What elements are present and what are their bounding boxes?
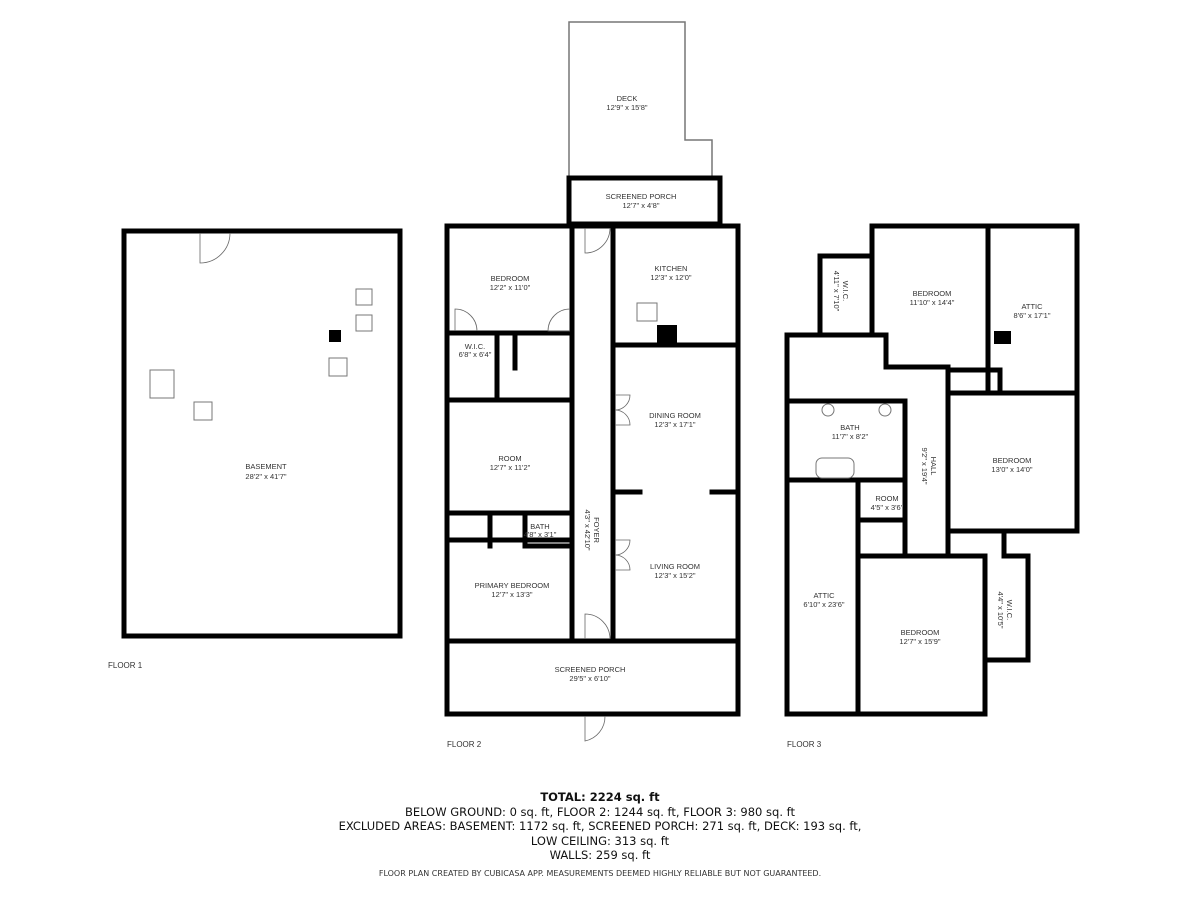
total-area: TOTAL: 2224 sq. ft: [540, 790, 660, 804]
room-name: BEDROOM: [901, 628, 940, 637]
room-name: ROOM: [875, 494, 898, 503]
room-dims: 4'5" x 3'6": [871, 503, 904, 512]
room-dims: 9'2" x 19'4": [920, 448, 929, 485]
room-dims: 6'10" x 23'6": [803, 600, 844, 609]
room-dims: 12'7" x 13'3": [491, 590, 532, 599]
room-dims: 12'3" x 12'0": [650, 273, 691, 282]
fixture-icon: [328, 357, 348, 377]
chimney-icon: [994, 331, 1011, 344]
room-dims: 13'0" x 14'0": [991, 465, 1032, 474]
room-dims: 12'7" x 15'9": [899, 637, 940, 646]
room-name: SCREENED PORCH: [606, 192, 677, 201]
room-name: W.I.C.: [465, 342, 485, 351]
floor-label: FLOOR 3: [787, 740, 822, 749]
door-icon: [199, 232, 231, 264]
summary-line: LOW CEILING: 313 sq. ft: [530, 833, 670, 848]
area-summary: TOTAL: 2224 sq. ft BELOW GROUND: 0 sq. f…: [0, 790, 1200, 863]
stove-icon: [636, 302, 658, 322]
room-dims: 4'3" x 42'10": [583, 509, 592, 550]
deck-outline: [568, 21, 713, 178]
room-dims: 12'3" x 17'1": [654, 420, 695, 429]
floor-1-plan: BASEMENT 28'2" x 41'7" FLOOR 1: [108, 228, 403, 670]
floor-3-interior-walls: [784, 223, 1080, 717]
stairs-icon: [149, 369, 175, 399]
double-door-icon: [614, 394, 631, 426]
floor-2-outer-walls: [444, 223, 741, 717]
room-dims: 11'10" x 14'4": [910, 298, 955, 307]
room-name: W.I.C.: [1005, 600, 1014, 620]
floor-3-plan: W.I.C. 4'11" x 7'10" BEDROOM 11'10" x 14…: [784, 223, 1080, 749]
room-dims: 12'7" x 11'2": [490, 463, 531, 472]
room-dims: 4'8" x 3'1": [524, 530, 557, 539]
summary-line: BELOW GROUND: 0 sq. ft, FLOOR 2: 1244 sq…: [404, 804, 795, 819]
summary-line: WALLS: 259 sq. ft: [549, 848, 651, 862]
fixture-icon: [193, 401, 213, 421]
floor-label: FLOOR 1: [108, 661, 143, 670]
room-dims: 28'2" x 41'7": [245, 472, 286, 481]
room-dims: 4'11" x 7'10": [832, 271, 841, 312]
room-name: DECK: [617, 94, 638, 103]
bathtub-icon: [815, 457, 855, 479]
room-name: KITCHEN: [655, 264, 688, 273]
room-dims: 12'2" x 11'0": [490, 283, 531, 292]
room-name: ATTIC: [1021, 302, 1043, 311]
double-door-icon: [614, 539, 631, 571]
floor-2-plan: BEDROOM 12'2" x 11'0" DECK 12'9" x 15'8"…: [444, 21, 741, 749]
chimney-icon: [329, 330, 341, 342]
room-name: BATH: [840, 423, 859, 432]
room-name: HALL: [929, 457, 938, 476]
room-name: BEDROOM: [491, 274, 530, 283]
room-dims: 4'4" x 10'5": [996, 592, 1005, 629]
room-name: BEDROOM: [993, 456, 1032, 465]
room-dims: 12'3" x 15'2": [654, 571, 695, 580]
summary-line: EXCLUDED AREAS: BASEMENT: 1172 sq. ft, S…: [338, 819, 862, 833]
door-icon: [547, 308, 571, 332]
basement-walls: [121, 228, 403, 639]
room-dims: 12'7" x 4'8": [623, 201, 660, 210]
door-icon: [584, 715, 606, 742]
room-dims: 11'7" x 8'2": [832, 432, 869, 441]
door-icon: [584, 613, 611, 640]
disclaimer: FLOOR PLAN CREATED BY CUBICASA APP. MEAS…: [378, 869, 822, 878]
room-dims: 12'9" x 15'8": [606, 103, 647, 112]
sink-icon: [821, 403, 835, 417]
sink-icon: [878, 403, 892, 417]
room-dims: 29'5" x 6'10": [569, 674, 610, 683]
door-icon: [584, 227, 611, 254]
room-name: DINING ROOM: [649, 411, 701, 420]
room-name: BATH: [530, 522, 549, 531]
fixture-icon: [355, 314, 373, 332]
room-name: ATTIC: [813, 591, 835, 600]
door-icon: [454, 308, 478, 332]
room-dims: 8'6" x 17'1": [1014, 311, 1051, 320]
room-name: BEDROOM: [913, 289, 952, 298]
room-name: BASEMENT: [245, 462, 287, 471]
room-name: PRIMARY BEDROOM: [475, 581, 550, 590]
room-name: LIVING ROOM: [650, 562, 700, 571]
room-name: FOYER: [592, 517, 601, 543]
fixture-icon: [355, 288, 373, 306]
room-name: SCREENED PORCH: [555, 665, 626, 674]
floor-label: FLOOR 2: [447, 740, 482, 749]
chimney-icon: [657, 325, 677, 345]
room-name: W.I.C.: [841, 281, 850, 301]
room-dims: 6'8" x 6'4": [459, 350, 492, 359]
room-name: ROOM: [498, 454, 521, 463]
